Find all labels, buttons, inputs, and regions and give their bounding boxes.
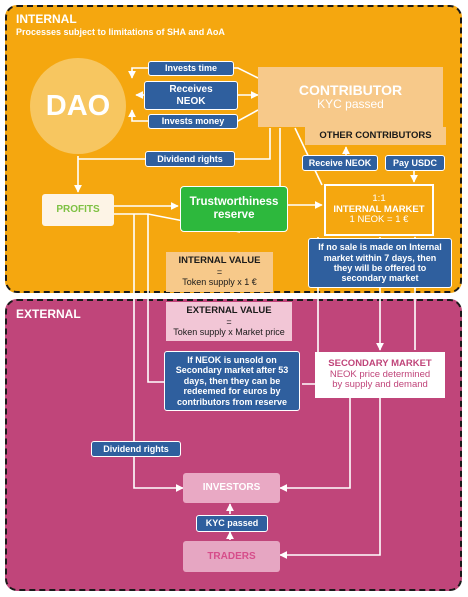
kyc-passed-label: KYC passed xyxy=(196,515,268,532)
invests-money-label: Invests money xyxy=(148,114,238,129)
invests-time-label: Invests time xyxy=(148,61,234,76)
unsold-note: If NEOK is unsold on Secondary market af… xyxy=(164,351,300,411)
internal-market-ratio: 1:1 xyxy=(372,192,386,204)
internal-title: INTERNAL xyxy=(16,12,77,26)
receive-neok-label: Receive NEOK xyxy=(302,155,378,171)
dao-label: DAO xyxy=(45,89,111,122)
no-sale-note: If no sale is made on Internal market wi… xyxy=(308,238,452,288)
other-contributors-box: OTHER CONTRIBUTORS xyxy=(305,127,446,145)
dividend-rights-internal-label: Dividend rights xyxy=(145,151,235,167)
contributor-subtitle: KYC passed xyxy=(317,97,384,112)
receives-neok-label: Receives NEOK xyxy=(144,81,238,110)
arrow-dividend-rights-internal xyxy=(78,128,271,160)
internal-subtitle: Processes subject to limitations of SHA … xyxy=(16,27,225,37)
internal-value-box: INTERNAL VALUE = Token supply x 1 € xyxy=(166,252,273,292)
internal-market-rate: 1 NEOK = 1 € xyxy=(349,214,409,226)
arrow-profits-to-investors xyxy=(133,214,184,492)
profits-box: PROFITS xyxy=(42,194,114,226)
internal-market-title: INTERNAL MARKET xyxy=(333,203,425,215)
contributor-box: CONTRIBUTOR KYC passed xyxy=(258,67,443,127)
external-value-box: EXTERNAL VALUE = Token supply x Market p… xyxy=(166,302,292,341)
external-title: EXTERNAL xyxy=(16,307,81,321)
investors-box: INVESTORS xyxy=(183,473,280,503)
dao-circle: DAO xyxy=(30,58,126,154)
internal-market-box: 1:1 INTERNAL MARKET 1 NEOK = 1 € xyxy=(324,184,434,236)
trustworthiness-reserve-box: Trustworthiness reserve xyxy=(180,186,288,232)
pay-usdc-label: Pay USDC xyxy=(385,155,445,171)
secondary-market-box: SECONDARY MARKET NEOK price determined b… xyxy=(315,352,445,398)
arrow-secondary-traders xyxy=(279,387,384,559)
arrow-reserve-line xyxy=(147,214,164,383)
traders-box: TRADERS xyxy=(183,541,280,572)
dividend-rights-external-label: Dividend rights xyxy=(91,441,181,457)
contributor-title: CONTRIBUTOR xyxy=(298,82,403,99)
